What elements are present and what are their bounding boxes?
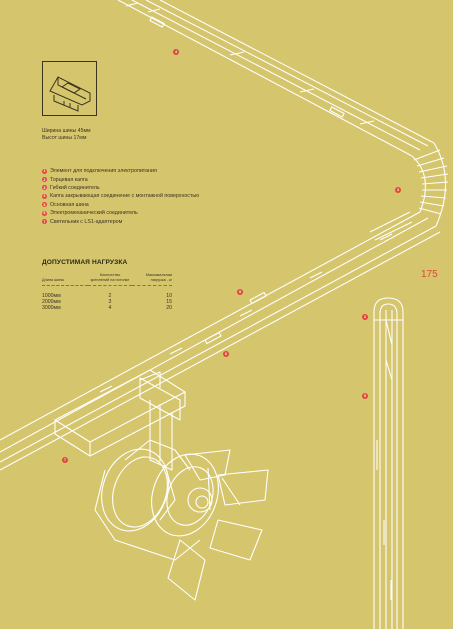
legend-number: 5 bbox=[42, 202, 47, 208]
callout-main-rail: 5 bbox=[237, 289, 243, 295]
cell-max: 10 bbox=[166, 293, 172, 300]
cell-count: 2 bbox=[108, 293, 112, 300]
table-row: 1000мм 2 10 bbox=[42, 286, 172, 300]
cell-max: 20 bbox=[166, 305, 172, 312]
vertical-rail bbox=[373, 297, 404, 629]
cell-length: 3000мм bbox=[42, 305, 61, 312]
callout-end-cap: 2 bbox=[362, 314, 368, 320]
legend-label: Электромеханический соединитель bbox=[50, 210, 138, 217]
spec-width: Ширина шины 45мм bbox=[42, 128, 91, 134]
legend-number: 4 bbox=[42, 193, 47, 199]
callout-vertical-rail: 5 bbox=[362, 393, 368, 399]
spotlight bbox=[54, 369, 269, 601]
legend-number: 3 bbox=[42, 185, 47, 191]
legend-number: 6 bbox=[42, 210, 47, 216]
legend-label: Капга закрывающая соединение с монтажной… bbox=[50, 193, 200, 200]
legend-label: Основная шина bbox=[50, 201, 89, 208]
cell-count: 4 bbox=[108, 305, 112, 312]
profile-cross-section bbox=[42, 61, 97, 116]
cell-count: 3 bbox=[108, 299, 112, 306]
legend-label: Светильник с LS1-адаптером bbox=[50, 218, 123, 225]
legend-number: 1 bbox=[42, 168, 47, 174]
header-max-line2: нагрузка , кг bbox=[150, 277, 172, 282]
legend-label: Элемент для подключения электропитания bbox=[50, 168, 157, 175]
legend-number: 7 bbox=[42, 219, 47, 225]
header-length: Длина шины bbox=[42, 273, 88, 287]
cell-length: 2000мм bbox=[42, 299, 61, 306]
table-row: 3000мм 4 20 bbox=[42, 305, 172, 311]
flex-joint bbox=[411, 142, 449, 227]
callout-flex-joint: 3 bbox=[395, 187, 401, 193]
page-number: 175 bbox=[421, 269, 438, 280]
cell-length: 1000мм bbox=[42, 293, 61, 300]
cell-max: 15 bbox=[166, 299, 172, 306]
table-row: 2000мм 3 15 bbox=[42, 299, 172, 305]
header-count-line2: креплений на потолке bbox=[90, 277, 130, 282]
callout-spotlight: 7 bbox=[62, 457, 68, 463]
callout-connector: 6 bbox=[223, 351, 229, 357]
top-rail bbox=[117, 0, 435, 157]
legend-label: Гибкий соединитель bbox=[50, 184, 100, 191]
legend-number: 2 bbox=[42, 177, 47, 183]
spec-height: Высот шины 17мм bbox=[42, 135, 87, 141]
legend-label: Торцевая капга bbox=[50, 176, 88, 183]
header-count-line1: Количество bbox=[99, 273, 121, 277]
load-section-title: ДОПУСТИМАЯ НАГРУЗКА bbox=[42, 259, 128, 266]
header-max-line1: Максимальная bbox=[145, 273, 172, 277]
main-rail bbox=[0, 211, 441, 471]
callout-top-rail: 4 bbox=[173, 49, 179, 55]
